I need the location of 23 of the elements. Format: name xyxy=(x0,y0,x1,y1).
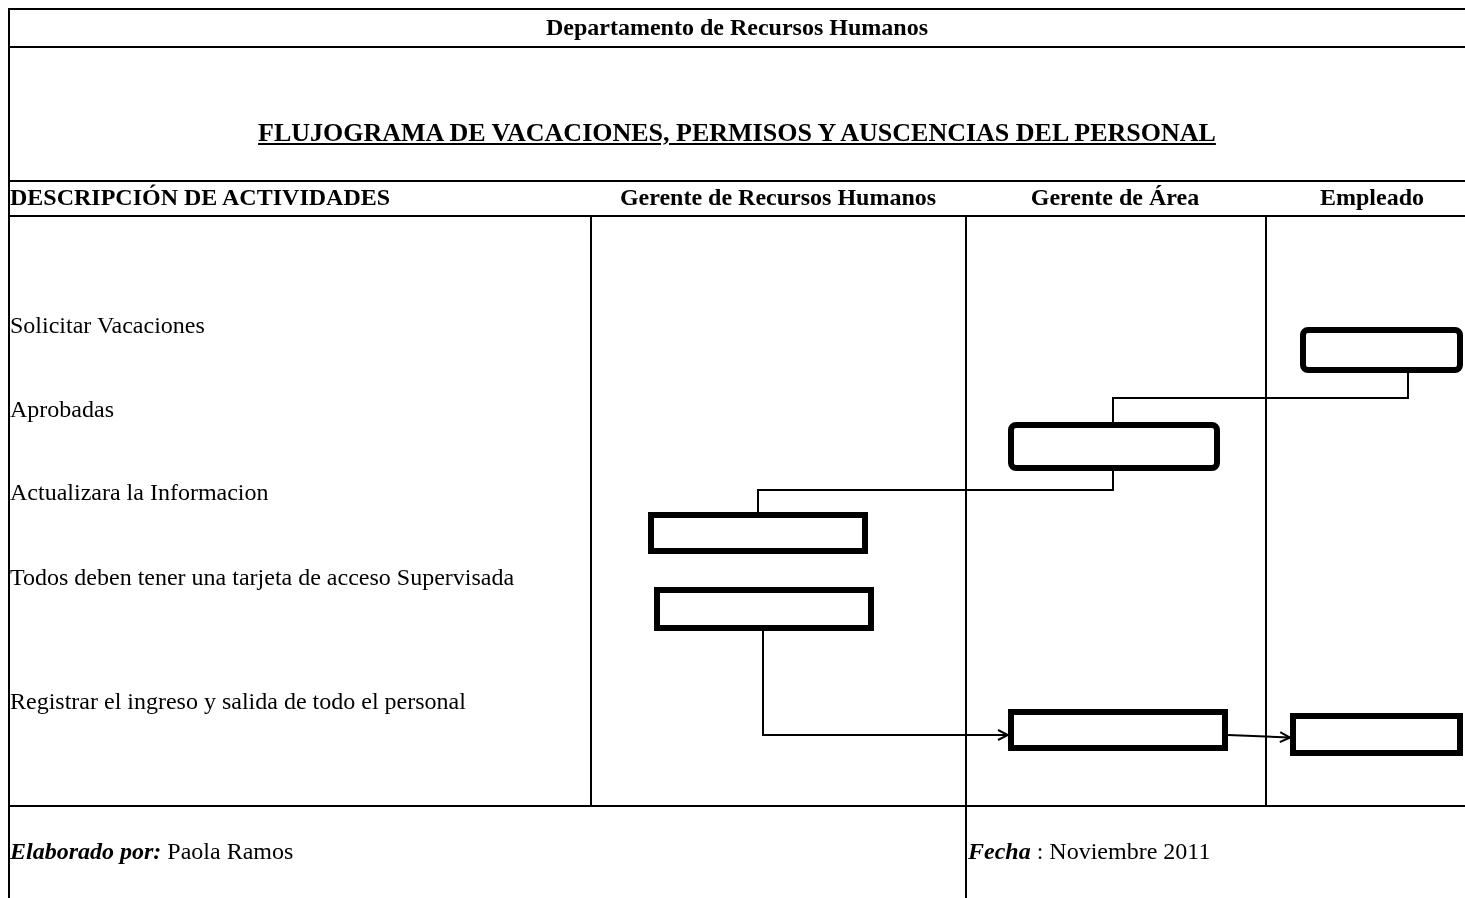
column-header: DESCRIPCIÓN DE ACTIVIDADES xyxy=(10,184,391,211)
arrow xyxy=(1227,731,1291,744)
connector-line xyxy=(1112,372,1409,423)
author-text: Elaborado por: Paola Ramos xyxy=(10,838,294,865)
date-text: Fecha : Noviembre 2011 xyxy=(968,838,1211,865)
rounded-process-box xyxy=(1008,422,1220,471)
column-header: Empleado xyxy=(1319,184,1425,211)
connector-line xyxy=(757,470,1114,513)
activity-text: Todos deben tener una tarjeta de acceso Supervisada xyxy=(10,564,515,591)
process-box xyxy=(1008,709,1228,751)
activity-text: Solicitar Vacaciones xyxy=(10,312,205,339)
arrow xyxy=(762,630,1009,741)
activity-text: Aprobadas xyxy=(10,396,114,423)
rounded-process-box xyxy=(1300,327,1463,373)
column-header: Gerente de Recursos Humanos xyxy=(618,184,938,211)
title: FLUJOGRAMA DE VACACIONES, PERMISOS Y AUSCENCIAS DEL PERSONAL xyxy=(257,118,1217,148)
process-box xyxy=(1290,713,1463,756)
process-box xyxy=(648,512,868,554)
process-box xyxy=(654,587,874,631)
activity-text: Actualizara la Informacion xyxy=(10,479,269,506)
column-header: Gerente de Área xyxy=(1029,184,1201,211)
activity-text: Registrar el ingreso y salida de todo el personal xyxy=(10,688,466,715)
department-heading: Departamento de Recursos Humanos xyxy=(545,14,929,41)
